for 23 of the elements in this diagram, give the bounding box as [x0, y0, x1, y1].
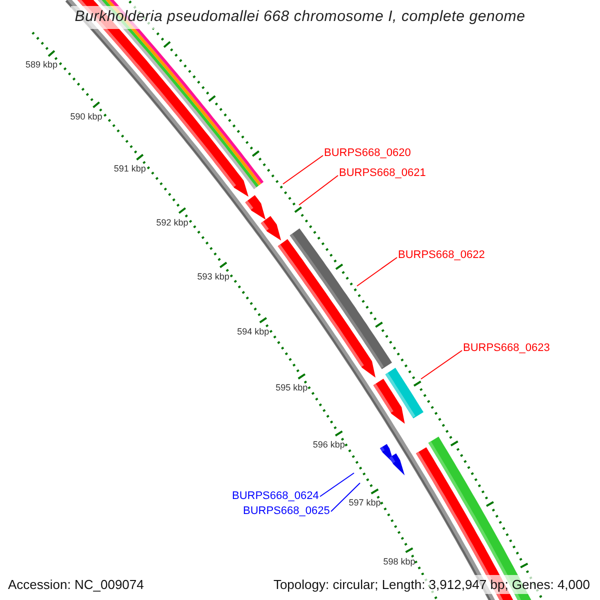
scale-label: 592 kbp: [156, 216, 188, 230]
scale-label: 595 kbp: [276, 382, 308, 395]
gene-label: BURPS668_0621: [339, 167, 426, 180]
gene-label: BURPS668_0623: [463, 342, 550, 355]
scale-label: 593 kbp: [197, 270, 230, 284]
gene-label: BURPS668_0622: [398, 249, 485, 262]
scale-label: 596 kbp: [312, 438, 345, 452]
gene-label: BURPS668_0620: [324, 147, 411, 160]
leader-line: [282, 155, 324, 184]
scale-label: 597 kbp: [348, 496, 381, 510]
scale-label: 590 kbp: [70, 110, 102, 124]
genome-summary-text: Topology: circular; Length: 3,912,947 bp; Genes: 4,000: [271, 574, 592, 594]
scale-label: 591 kbp: [114, 162, 146, 176]
gene-label: BURPS668_0624: [232, 490, 319, 503]
scale-label: 598 kbp: [383, 555, 416, 568]
scale-label: 594 kbp: [237, 325, 270, 338]
leader-line: [320, 472, 354, 497]
leader-line: [330, 482, 360, 512]
leader-line: [356, 257, 398, 286]
gene-label: BURPS668_0625: [243, 505, 330, 518]
scale-label: 589 kbp: [25, 58, 58, 72]
leader-line: [420, 350, 462, 380]
leader-line: [298, 175, 338, 206]
